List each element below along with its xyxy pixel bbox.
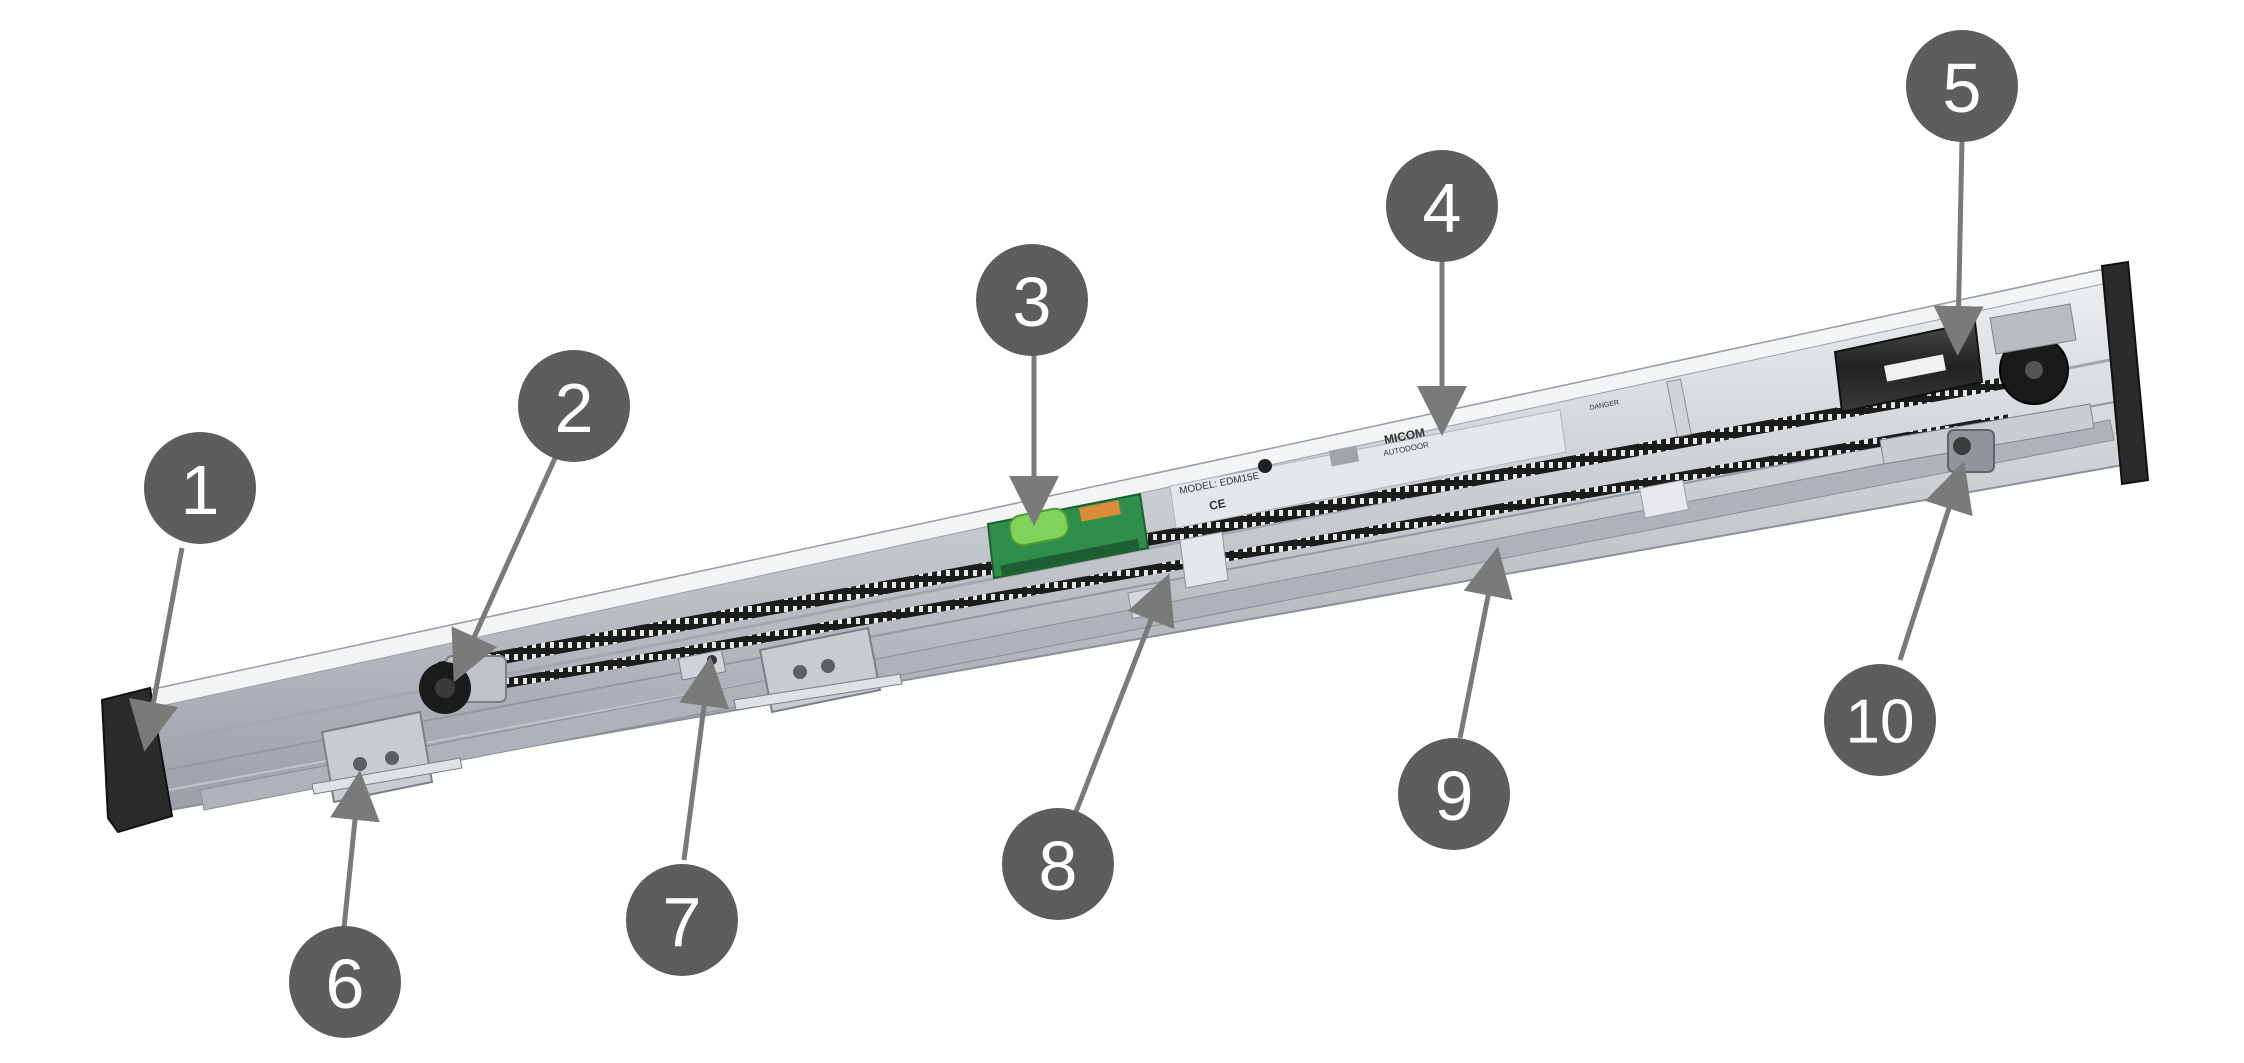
callout-4-label: 4 bbox=[1423, 169, 1462, 247]
arrow-7 bbox=[679, 656, 729, 861]
gearbox-housing bbox=[1989, 303, 2077, 355]
stopper-block bbox=[1638, 479, 1690, 519]
display-window bbox=[1328, 445, 1360, 467]
callout-9: 9 bbox=[1398, 738, 1510, 850]
callout-5: 5 bbox=[1906, 30, 2018, 142]
callout-9-label: 9 bbox=[1435, 757, 1474, 835]
operator-rail-assembly: MODEL: EDM15E CE MICOM AUTODOOR DANGER bbox=[100, 260, 2150, 834]
right-end-cap bbox=[2100, 260, 2150, 486]
belt-clamp-bracket bbox=[1666, 378, 1692, 438]
callout-6: 6 bbox=[289, 926, 401, 1038]
callout-2-label: 2 bbox=[555, 369, 594, 447]
callout-8: 8 bbox=[1002, 808, 1114, 920]
callout-1: 1 bbox=[144, 432, 256, 544]
arrow-9 bbox=[1457, 546, 1513, 739]
arrow-5 bbox=[1933, 139, 1984, 356]
callout-10-label: 10 bbox=[1846, 688, 1915, 757]
ce-mark: CE bbox=[1208, 496, 1227, 513]
callout-2: 2 bbox=[518, 350, 630, 462]
arrow-8 bbox=[1069, 573, 1175, 823]
arrow-6 bbox=[330, 770, 380, 939]
callout-8-label: 8 bbox=[1039, 827, 1078, 905]
callout-arrows bbox=[128, 139, 1984, 939]
callout-5-label: 5 bbox=[1943, 49, 1982, 127]
arrow-2 bbox=[451, 454, 559, 683]
toothed-belt-upper bbox=[438, 376, 2010, 676]
callout-7: 7 bbox=[626, 864, 738, 976]
arrow-10 bbox=[1897, 460, 1973, 661]
arrow-1 bbox=[128, 547, 185, 752]
callout-10: 10 bbox=[1824, 664, 1936, 776]
callout-1-label: 1 bbox=[181, 451, 220, 529]
callout-bubbles: 1 2 3 4 5 6 7 8 bbox=[144, 30, 2018, 1038]
callout-3: 3 bbox=[976, 244, 1088, 356]
door-hanger-right bbox=[733, 626, 903, 714]
callout-3-label: 3 bbox=[1013, 263, 1052, 341]
callout-4: 4 bbox=[1386, 150, 1498, 262]
callout-6-label: 6 bbox=[326, 945, 365, 1023]
indicator-dot bbox=[1258, 459, 1272, 473]
callout-7-label: 7 bbox=[663, 883, 702, 961]
motor-label-sticker bbox=[1884, 354, 1946, 382]
